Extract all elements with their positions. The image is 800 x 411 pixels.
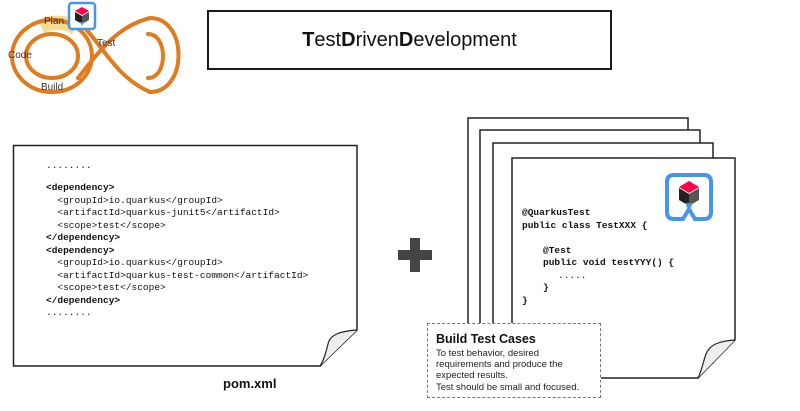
callout-line: To test behavior, desired <box>436 348 539 359</box>
test-page-curl <box>697 339 736 379</box>
pom-line: <artifactId>quarkus-junit5</artifactId> <box>46 207 280 218</box>
pom-page-curl <box>319 329 358 367</box>
tdd-cycle-logo <box>10 1 181 94</box>
test-code: @QuarkusTest public class TestXXX { @Tes… <box>522 207 674 307</box>
build-test-cases-callout: Build Test Cases To test behavior, desir… <box>427 323 601 398</box>
pom-ellipsis-top: ........ <box>46 160 92 171</box>
pom-line: <dependency> <box>46 182 115 193</box>
pom-filename: pom.xml <box>223 376 277 391</box>
pom-line: </dependency> <box>46 294 121 306</box>
left-loop-inner <box>24 32 80 80</box>
pom-line: <scope>test</scope> <box>46 282 166 293</box>
pom-line: <groupId>io.quarkus</groupId> <box>46 194 223 206</box>
pom-line: <groupId>io.quarkus</groupId> <box>46 257 223 268</box>
callout-title: Build Test Cases <box>436 332 536 346</box>
code-line: ..... <box>558 269 587 281</box>
cycle-label-build: Build <box>41 82 64 93</box>
code-line: @QuarkusTest <box>522 207 591 218</box>
pom-ellipsis-bottom: ........ <box>46 307 92 318</box>
code-line: @Test <box>543 244 572 256</box>
plus-icon <box>398 238 432 272</box>
pom-code: <dependency> <groupId>io.quarkus</groupI… <box>46 182 308 307</box>
pom-line: <artifactId>quarkus-test-common</artifac… <box>46 269 309 281</box>
pom-line: </dependency> <box>46 232 121 243</box>
pom-line: <scope>test</scope> <box>46 219 166 231</box>
quarkus-icon <box>665 173 713 221</box>
callout-line: requirements and produce the <box>436 359 563 371</box>
cycle-label-code: Code <box>8 50 32 61</box>
code-line: public void testYYY() { <box>543 257 675 268</box>
left-loop-outer <box>10 18 94 94</box>
crossing-stroke-1 <box>83 26 152 94</box>
code-line: } <box>522 294 528 306</box>
cycle-label-test: Test <box>97 38 116 49</box>
right-loop-inner <box>146 32 165 80</box>
right-loop-outer <box>148 16 181 94</box>
pom-document <box>12 144 358 367</box>
code-line: public class TestXXX { <box>522 219 648 231</box>
callout-line: Test should be small and focused. <box>436 381 580 393</box>
crossing-stroke-2 <box>76 16 152 80</box>
pom-line: <dependency> <box>46 244 115 256</box>
callout-line: expected results. <box>436 370 508 382</box>
code-line: } <box>543 282 549 293</box>
cycle-label-plan: Plan <box>44 16 65 27</box>
